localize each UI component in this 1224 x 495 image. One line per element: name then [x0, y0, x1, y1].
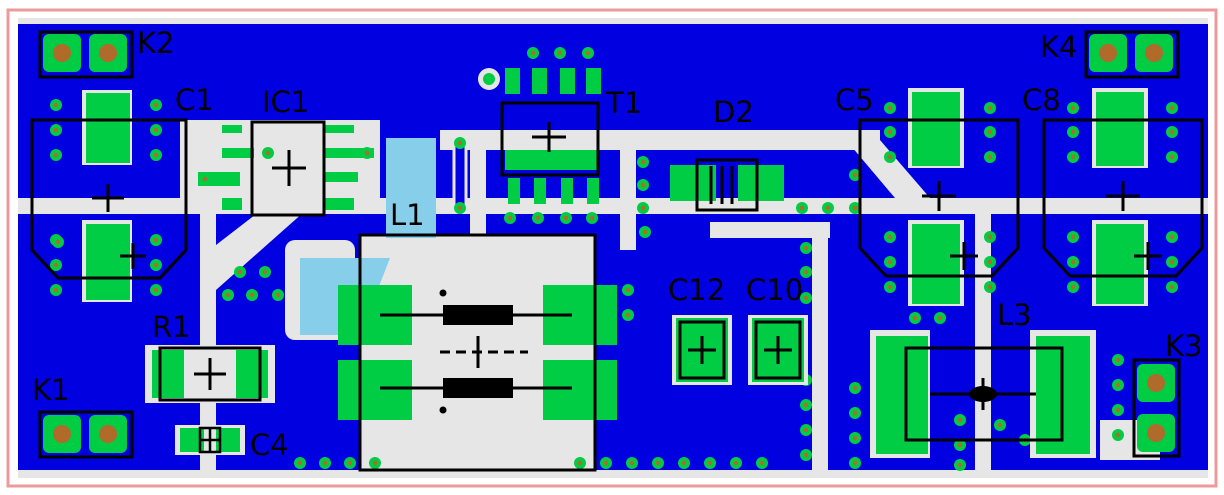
transistor-t1	[452, 68, 601, 214]
label-l1: L1	[390, 198, 425, 232]
label-k2: K2	[137, 26, 174, 60]
label-c8: C8	[1022, 83, 1061, 117]
label-c5: C5	[835, 83, 874, 117]
label-ic1: IC1	[262, 85, 309, 119]
silkscreen-labels: K2 K4 K1 K3 C1 IC1 T1 D2 C5 C8 L1 R1 C12…	[32, 26, 1202, 462]
capacitor-c12	[672, 315, 732, 385]
label-k1: K1	[32, 373, 69, 407]
capacitor-c4	[175, 425, 245, 455]
label-c4: C4	[250, 428, 289, 462]
inductor-l3	[870, 330, 1096, 458]
label-c1: C1	[175, 83, 214, 117]
label-t1: T1	[605, 86, 642, 120]
ic-ic1	[198, 120, 374, 217]
capacitor-c10	[748, 315, 808, 385]
label-l3: L3	[997, 298, 1032, 332]
capacitor-c1	[30, 90, 188, 302]
label-d2: D2	[713, 95, 754, 129]
connector-k4	[1084, 30, 1180, 79]
label-c10: C10	[746, 273, 803, 307]
connector-k3	[1132, 358, 1181, 458]
label-k3: K3	[1165, 329, 1202, 363]
capacitor-c5	[858, 88, 1020, 306]
connector-k1	[38, 410, 134, 459]
connector-k2	[38, 30, 134, 79]
board-outline	[6, 8, 1218, 488]
label-c12: C12	[668, 273, 725, 307]
resistor-r1	[145, 345, 275, 403]
capacitor-c8	[1042, 88, 1204, 306]
label-r1: R1	[152, 310, 191, 344]
label-k4: K4	[1040, 30, 1077, 64]
diode-d2	[670, 158, 784, 212]
inductor-l1	[338, 233, 617, 472]
